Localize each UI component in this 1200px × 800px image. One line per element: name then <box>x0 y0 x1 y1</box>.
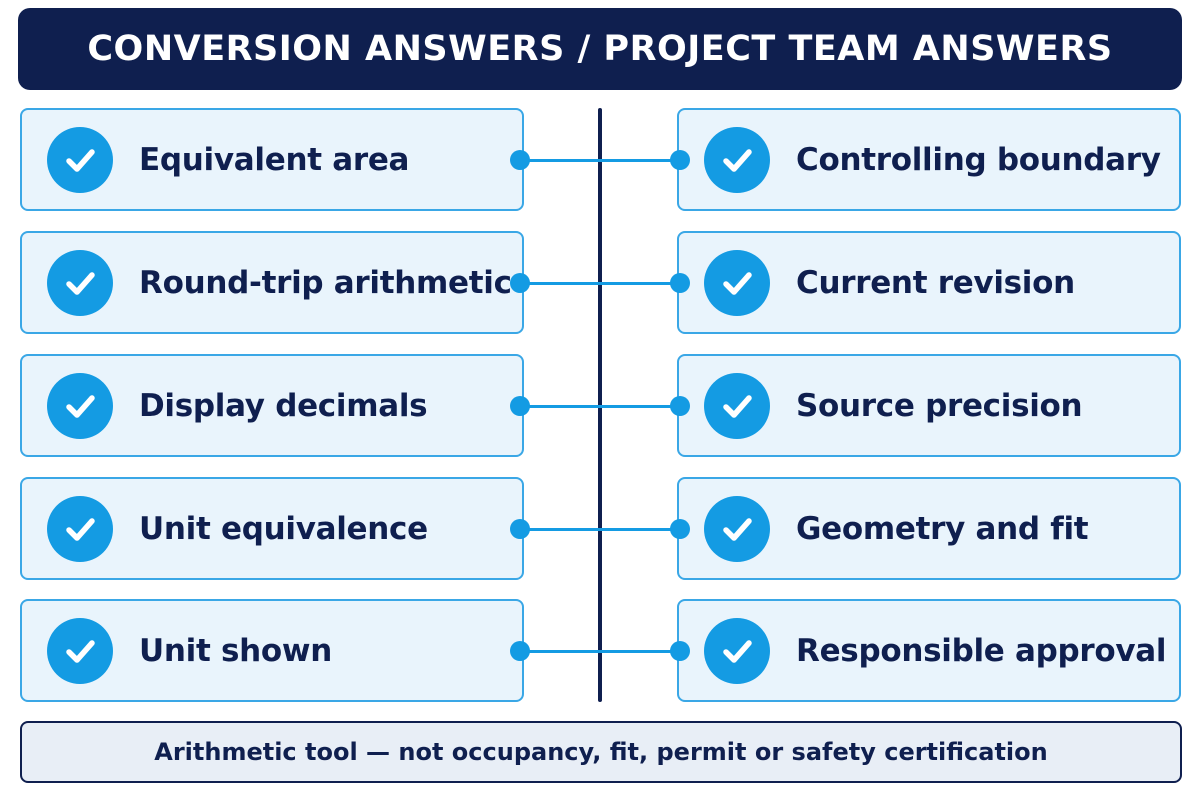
check-icon <box>47 249 113 316</box>
left-item-label: Round-trip arithmetic <box>139 264 512 301</box>
check-icon <box>704 372 770 439</box>
connector-line <box>510 273 690 293</box>
check-icon <box>704 126 770 193</box>
check-icon <box>47 126 113 193</box>
left-item-label: Equivalent area <box>139 141 410 178</box>
connector-dot <box>510 641 530 661</box>
check-icon <box>47 372 113 439</box>
right-item-label: Source precision <box>796 387 1083 424</box>
left-item-unit-equivalence: Unit equivalence <box>20 477 524 580</box>
right-item-source-precision: Source precision <box>677 354 1181 457</box>
right-item-label: Controlling boundary <box>796 141 1161 178</box>
page-title: CONVERSION ANSWERS / PROJECT TEAM ANSWER… <box>87 29 1113 69</box>
left-item-label: Unit equivalence <box>139 510 428 547</box>
connector-dot <box>670 641 690 661</box>
right-item-geometry-and-fit: Geometry and fit <box>677 477 1181 580</box>
right-item-responsible-approval: Responsible approval <box>677 599 1181 702</box>
left-item-round-trip-arithmetic: Round-trip arithmetic <box>20 231 524 334</box>
title-bar: CONVERSION ANSWERS / PROJECT TEAM ANSWER… <box>18 8 1182 90</box>
check-icon <box>704 495 770 562</box>
right-item-current-revision: Current revision <box>677 231 1181 334</box>
check-icon <box>47 617 113 684</box>
check-icon <box>47 495 113 562</box>
footer-disclaimer: Arithmetic tool — not occupancy, fit, pe… <box>20 721 1182 783</box>
connector-dot <box>670 396 690 416</box>
connector-dot <box>510 396 530 416</box>
connector-dot <box>670 150 690 170</box>
right-item-label: Responsible approval <box>796 632 1167 669</box>
left-item-display-decimals: Display decimals <box>20 354 524 457</box>
connector-line <box>510 150 690 170</box>
connector-dot <box>510 519 530 539</box>
connector-dot <box>510 273 530 293</box>
left-item-unit-shown: Unit shown <box>20 599 524 702</box>
left-item-label: Display decimals <box>139 387 428 424</box>
left-item-equivalent-area: Equivalent area <box>20 108 524 211</box>
connector-line <box>510 519 690 539</box>
check-icon <box>704 617 770 684</box>
right-item-label: Geometry and fit <box>796 510 1089 547</box>
check-icon <box>704 249 770 316</box>
right-item-controlling-boundary: Controlling boundary <box>677 108 1181 211</box>
connector-dot <box>670 273 690 293</box>
left-item-label: Unit shown <box>139 632 333 669</box>
right-item-label: Current revision <box>796 264 1075 301</box>
connector-line <box>510 641 690 661</box>
connector-dot <box>670 519 690 539</box>
connector-dot <box>510 150 530 170</box>
footer-text: Arithmetic tool — not occupancy, fit, pe… <box>154 738 1048 766</box>
connector-line <box>510 396 690 416</box>
